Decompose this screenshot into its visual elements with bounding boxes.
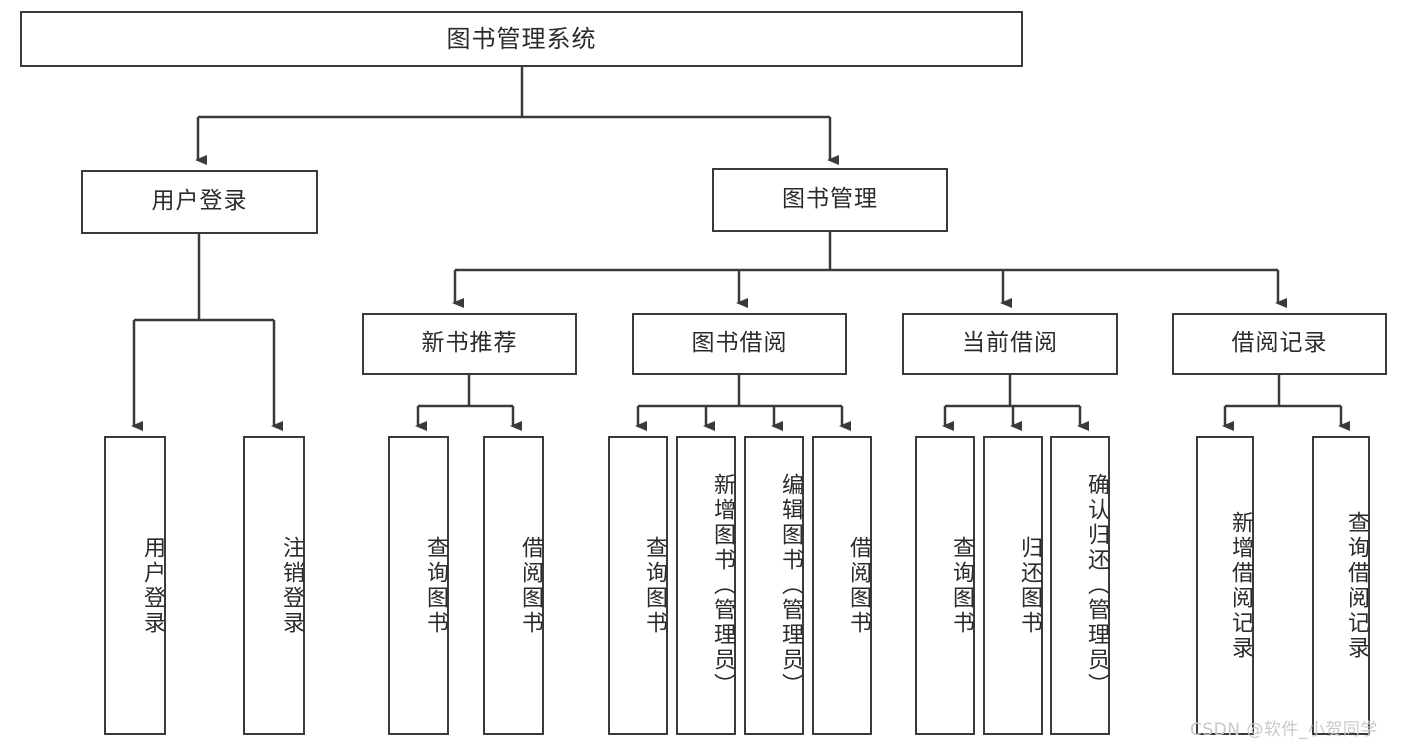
node-label: 借阅图书 bbox=[518, 535, 543, 636]
node-label: 查询图书 bbox=[949, 535, 974, 636]
node-label: 图书管理 bbox=[782, 186, 878, 213]
node-label: 当前借阅 bbox=[962, 330, 1058, 357]
node-label: 查询借阅记录 bbox=[1344, 510, 1369, 661]
node-label: 确认归还（管理员） bbox=[1084, 473, 1109, 698]
node-current-borrow[interactable]: 当前借阅 bbox=[902, 313, 1118, 375]
node-label: 新增借阅记录 bbox=[1228, 510, 1253, 661]
leaf-borrow-borrow-book[interactable]: 借阅图书 bbox=[812, 436, 872, 735]
node-label: 归还图书 bbox=[1017, 535, 1042, 636]
csdn-watermark: CSDN @软件_小贺同学 bbox=[1190, 720, 1378, 740]
node-label: 查询图书 bbox=[642, 535, 667, 636]
node-label: 新增图书（管理员） bbox=[710, 473, 735, 698]
leaf-user-login[interactable]: 用户登录 bbox=[104, 436, 166, 735]
node-label: 图书借阅 bbox=[691, 330, 788, 357]
leaf-borrow-add-book-admin[interactable]: 新增图书（管理员） bbox=[676, 436, 736, 735]
node-user-login[interactable]: 用户登录 bbox=[81, 170, 318, 234]
leaf-current-query-book[interactable]: 查询图书 bbox=[915, 436, 975, 735]
node-label: 用户登录 bbox=[151, 188, 248, 215]
node-label: 借阅记录 bbox=[1231, 330, 1328, 357]
leaf-borrow-edit-book-admin[interactable]: 编辑图书（管理员） bbox=[744, 436, 804, 735]
leaf-record-add-borrow-record[interactable]: 新增借阅记录 bbox=[1196, 436, 1254, 735]
leaf-logout-login[interactable]: 注销登录 bbox=[243, 436, 305, 735]
node-new-book-recommend[interactable]: 新书推荐 bbox=[362, 313, 577, 375]
leaf-borrow-query-book[interactable]: 查询图书 bbox=[608, 436, 668, 735]
node-book-management[interactable]: 图书管理 bbox=[712, 168, 948, 232]
leaf-current-confirm-return-admin[interactable]: 确认归还（管理员） bbox=[1050, 436, 1110, 735]
node-label: 用户登录 bbox=[140, 535, 165, 636]
leaf-record-query-borrow-record[interactable]: 查询借阅记录 bbox=[1312, 436, 1370, 735]
node-book-borrow[interactable]: 图书借阅 bbox=[632, 313, 847, 375]
node-label: 新书推荐 bbox=[421, 330, 518, 357]
node-borrow-record[interactable]: 借阅记录 bbox=[1172, 313, 1387, 375]
node-label: 编辑图书（管理员） bbox=[778, 473, 803, 698]
node-label: 借阅图书 bbox=[846, 535, 871, 636]
leaf-current-return-book[interactable]: 归还图书 bbox=[983, 436, 1043, 735]
node-label: 查询图书 bbox=[423, 535, 448, 636]
leaf-recommend-query-book[interactable]: 查询图书 bbox=[388, 436, 449, 735]
node-label: 图书管理系统 bbox=[446, 24, 597, 53]
leaf-recommend-borrow-book[interactable]: 借阅图书 bbox=[483, 436, 544, 735]
node-root-book-management-system[interactable]: 图书管理系统 bbox=[20, 11, 1023, 67]
node-label: 注销登录 bbox=[279, 535, 304, 636]
